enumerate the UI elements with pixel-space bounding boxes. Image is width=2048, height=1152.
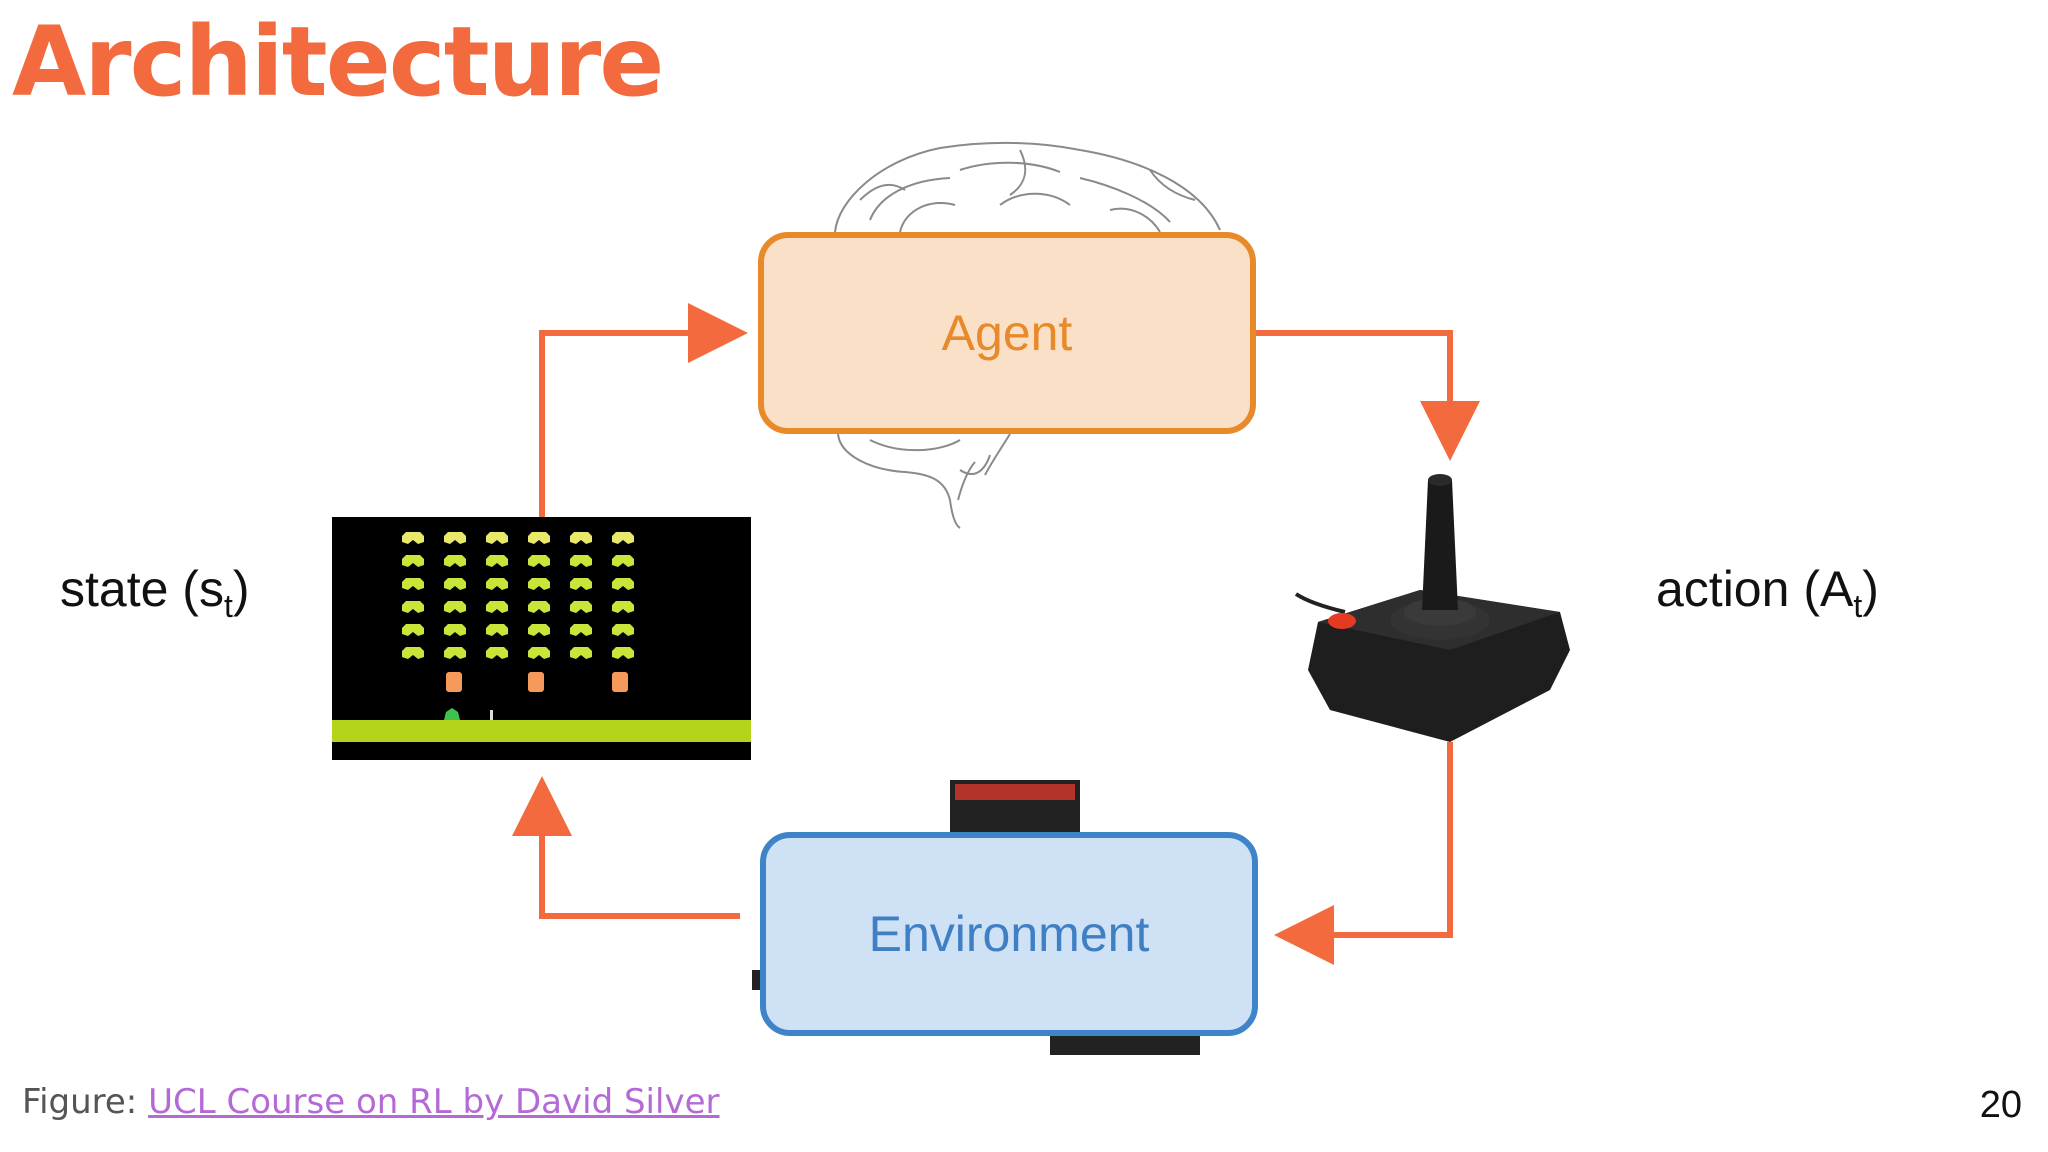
page-number: 20 — [1979, 1084, 2022, 1126]
invader-sprite — [444, 532, 466, 544]
figure-caption: Figure: UCL Course on RL by David Silver — [22, 1082, 719, 1122]
invader-sprite — [402, 624, 424, 636]
environment-box: Environment — [760, 832, 1258, 1036]
action-label-close: ) — [1862, 561, 1879, 617]
invader-sprite — [402, 555, 424, 567]
action-label-subscript: t — [1853, 588, 1863, 624]
action-to-environment-arrow — [1274, 742, 1453, 965]
invader-sprite — [444, 647, 466, 659]
action-label-text: action (A — [1656, 561, 1854, 617]
invader-sprite — [402, 532, 424, 544]
caption-link[interactable]: UCL Course on RL by David Silver — [148, 1082, 720, 1122]
invader-sprite — [486, 624, 508, 636]
invader-sprite — [528, 532, 550, 544]
invader-sprite — [402, 578, 424, 590]
space-invaders-screen — [332, 517, 751, 760]
invader-sprite — [402, 647, 424, 659]
invader-sprite — [444, 578, 466, 590]
invader-sprite — [486, 647, 508, 659]
invader-sprite — [570, 555, 592, 567]
invader-sprite — [528, 578, 550, 590]
action-label: action (At) — [1656, 560, 1879, 625]
state-label-subscript: t — [223, 588, 233, 624]
environment-to-state-arrow — [512, 776, 740, 919]
invader-sprite — [570, 532, 592, 544]
invader-sprite — [486, 578, 508, 590]
invader-sprite — [612, 624, 634, 636]
invader-sprite — [402, 601, 424, 613]
invader-sprite — [612, 578, 634, 590]
invader-sprite — [570, 647, 592, 659]
invader-sprite — [528, 555, 550, 567]
invader-sprite — [570, 601, 592, 613]
invader-sprite — [612, 532, 634, 544]
brain-illustration — [834, 141, 1221, 529]
agent-to-action-arrow — [1256, 330, 1480, 461]
invader-sprite — [486, 555, 508, 567]
feedback-arrows — [512, 303, 1480, 965]
invader-sprite — [444, 555, 466, 567]
invader-sprite — [444, 624, 466, 636]
invader-sprite — [528, 601, 550, 613]
agent-box: Agent — [758, 232, 1256, 434]
state-label: state (st) — [60, 560, 250, 625]
caption-prefix: Figure: — [22, 1082, 149, 1122]
invader-sprite — [528, 624, 550, 636]
agent-label: Agent — [941, 305, 1073, 361]
environment-label: Environment — [868, 906, 1150, 962]
invader-sprite — [486, 601, 508, 613]
invader-sprite — [612, 647, 634, 659]
slide-title: Architecture — [12, 6, 664, 118]
invader-sprite — [612, 555, 634, 567]
invader-sprite — [570, 624, 592, 636]
invader-sprite — [486, 532, 508, 544]
joystick — [1294, 474, 1570, 742]
invader-sprite — [528, 647, 550, 659]
invader-sprite — [570, 578, 592, 590]
state-label-close: ) — [232, 561, 250, 617]
state-label-text: state (s — [60, 561, 224, 617]
invader-sprite — [612, 601, 634, 613]
state-to-agent-arrow — [539, 303, 748, 517]
invader-sprite — [444, 601, 466, 613]
